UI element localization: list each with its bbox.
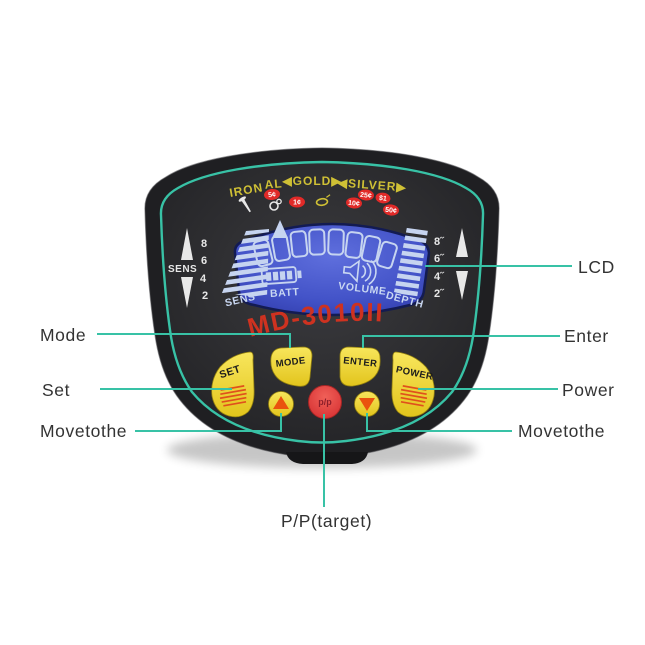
svg-text:25¢: 25¢ <box>360 192 372 200</box>
depth-tick-2: 2˝ <box>434 288 445 300</box>
up-arrow-icon <box>273 396 289 409</box>
set-button: SET <box>211 351 255 418</box>
annotation-power: Power <box>562 380 615 400</box>
depth-tick-8: 8˝ <box>434 236 445 248</box>
silver-label: ◀SILVER▶ <box>336 176 407 195</box>
down-arrow-icon <box>359 398 375 411</box>
leader-line-move-left <box>135 413 282 432</box>
iron-label: IRON <box>228 180 264 200</box>
annotation-move-right: Movetothe <box>518 421 605 441</box>
sens-tick-8: 8 <box>201 238 207 250</box>
battery-icon <box>260 266 302 285</box>
cursor-up-triangle-icon <box>272 220 288 238</box>
leader-line-enter <box>362 335 560 348</box>
mode-button-label: MODE <box>275 355 306 370</box>
sens-side-label: SENS <box>168 264 197 275</box>
coin-badge-25c: 25¢ <box>358 189 374 201</box>
power-button: POWER <box>391 351 435 418</box>
pinpoint-button-label: p/p <box>318 397 332 407</box>
svg-text:1¢: 1¢ <box>293 199 301 206</box>
svg-text:10¢: 10¢ <box>348 200 360 208</box>
svg-text:5¢: 5¢ <box>268 191 277 199</box>
sens-tick-4: 4 <box>200 273 207 285</box>
lcd-caption-volume: VOLUME <box>338 280 388 298</box>
coin-badge-1c: 1¢ <box>289 196 305 208</box>
lcd-caption-batt: BATT <box>270 286 300 300</box>
discrimination-scale: IRON AL ◀GOLD▶ ◀SILVER▶ 5¢ 1¢ <box>228 174 407 216</box>
annotation-enter: Enter <box>564 326 609 346</box>
depth-tick-6: 6˝ <box>434 253 445 265</box>
depth-up-triangle-icon <box>456 228 468 257</box>
leader-line-mode <box>97 333 291 348</box>
svg-text:50¢: 50¢ <box>385 207 398 216</box>
leader-lines <box>97 265 572 507</box>
sens-tick-2: 2 <box>202 290 208 302</box>
coin-badge-50c: 50¢ <box>383 204 399 216</box>
annotation-move-left: Movetothe <box>40 421 127 441</box>
enter-button: ENTER <box>339 346 381 387</box>
depth-tick-4: 4˝ <box>434 271 445 283</box>
enter-button-label: ENTER <box>343 355 378 370</box>
gold-ring-icon <box>315 194 331 207</box>
mode-button: MODE <box>270 346 313 387</box>
gold-label: ◀GOLD▶ <box>281 174 341 188</box>
annotation-lcd: LCD <box>578 257 615 277</box>
annotation-set: Set <box>42 380 70 400</box>
sens-down-triangle-icon <box>181 277 193 308</box>
coin-badge-1d: $1 <box>375 192 391 204</box>
leader-line-move-right <box>366 413 512 432</box>
al-label: AL <box>264 176 283 192</box>
sens-tick-6: 6 <box>201 255 207 267</box>
device-bottom-tab <box>286 452 368 464</box>
svg-text:$1: $1 <box>379 195 388 203</box>
lcd-screen <box>233 222 431 317</box>
coin-badge-10c: 10¢ <box>346 197 362 209</box>
sens-up-triangle-icon <box>181 228 193 260</box>
coin-badge-5c: 5¢ <box>264 188 280 201</box>
depth-down-triangle-icon <box>456 271 468 300</box>
depth-side-scale: 8˝ 6˝ 4˝ 2˝ <box>434 228 468 300</box>
pinpoint-button: p/p <box>308 385 342 419</box>
down-arrow-button <box>354 391 380 417</box>
up-arrow-button <box>268 391 294 417</box>
lcd-target-segments <box>252 228 398 270</box>
sens-side-scale: SENS 8 6 4 2 <box>168 228 208 308</box>
annotation-mode: Mode <box>40 325 86 345</box>
annotation-pinpoint: P/P(target) <box>281 511 372 531</box>
pull-tab-icon <box>269 198 282 211</box>
nail-icon <box>238 196 251 213</box>
speaker-icon <box>342 259 377 286</box>
set-button-grip-lines <box>219 385 247 407</box>
